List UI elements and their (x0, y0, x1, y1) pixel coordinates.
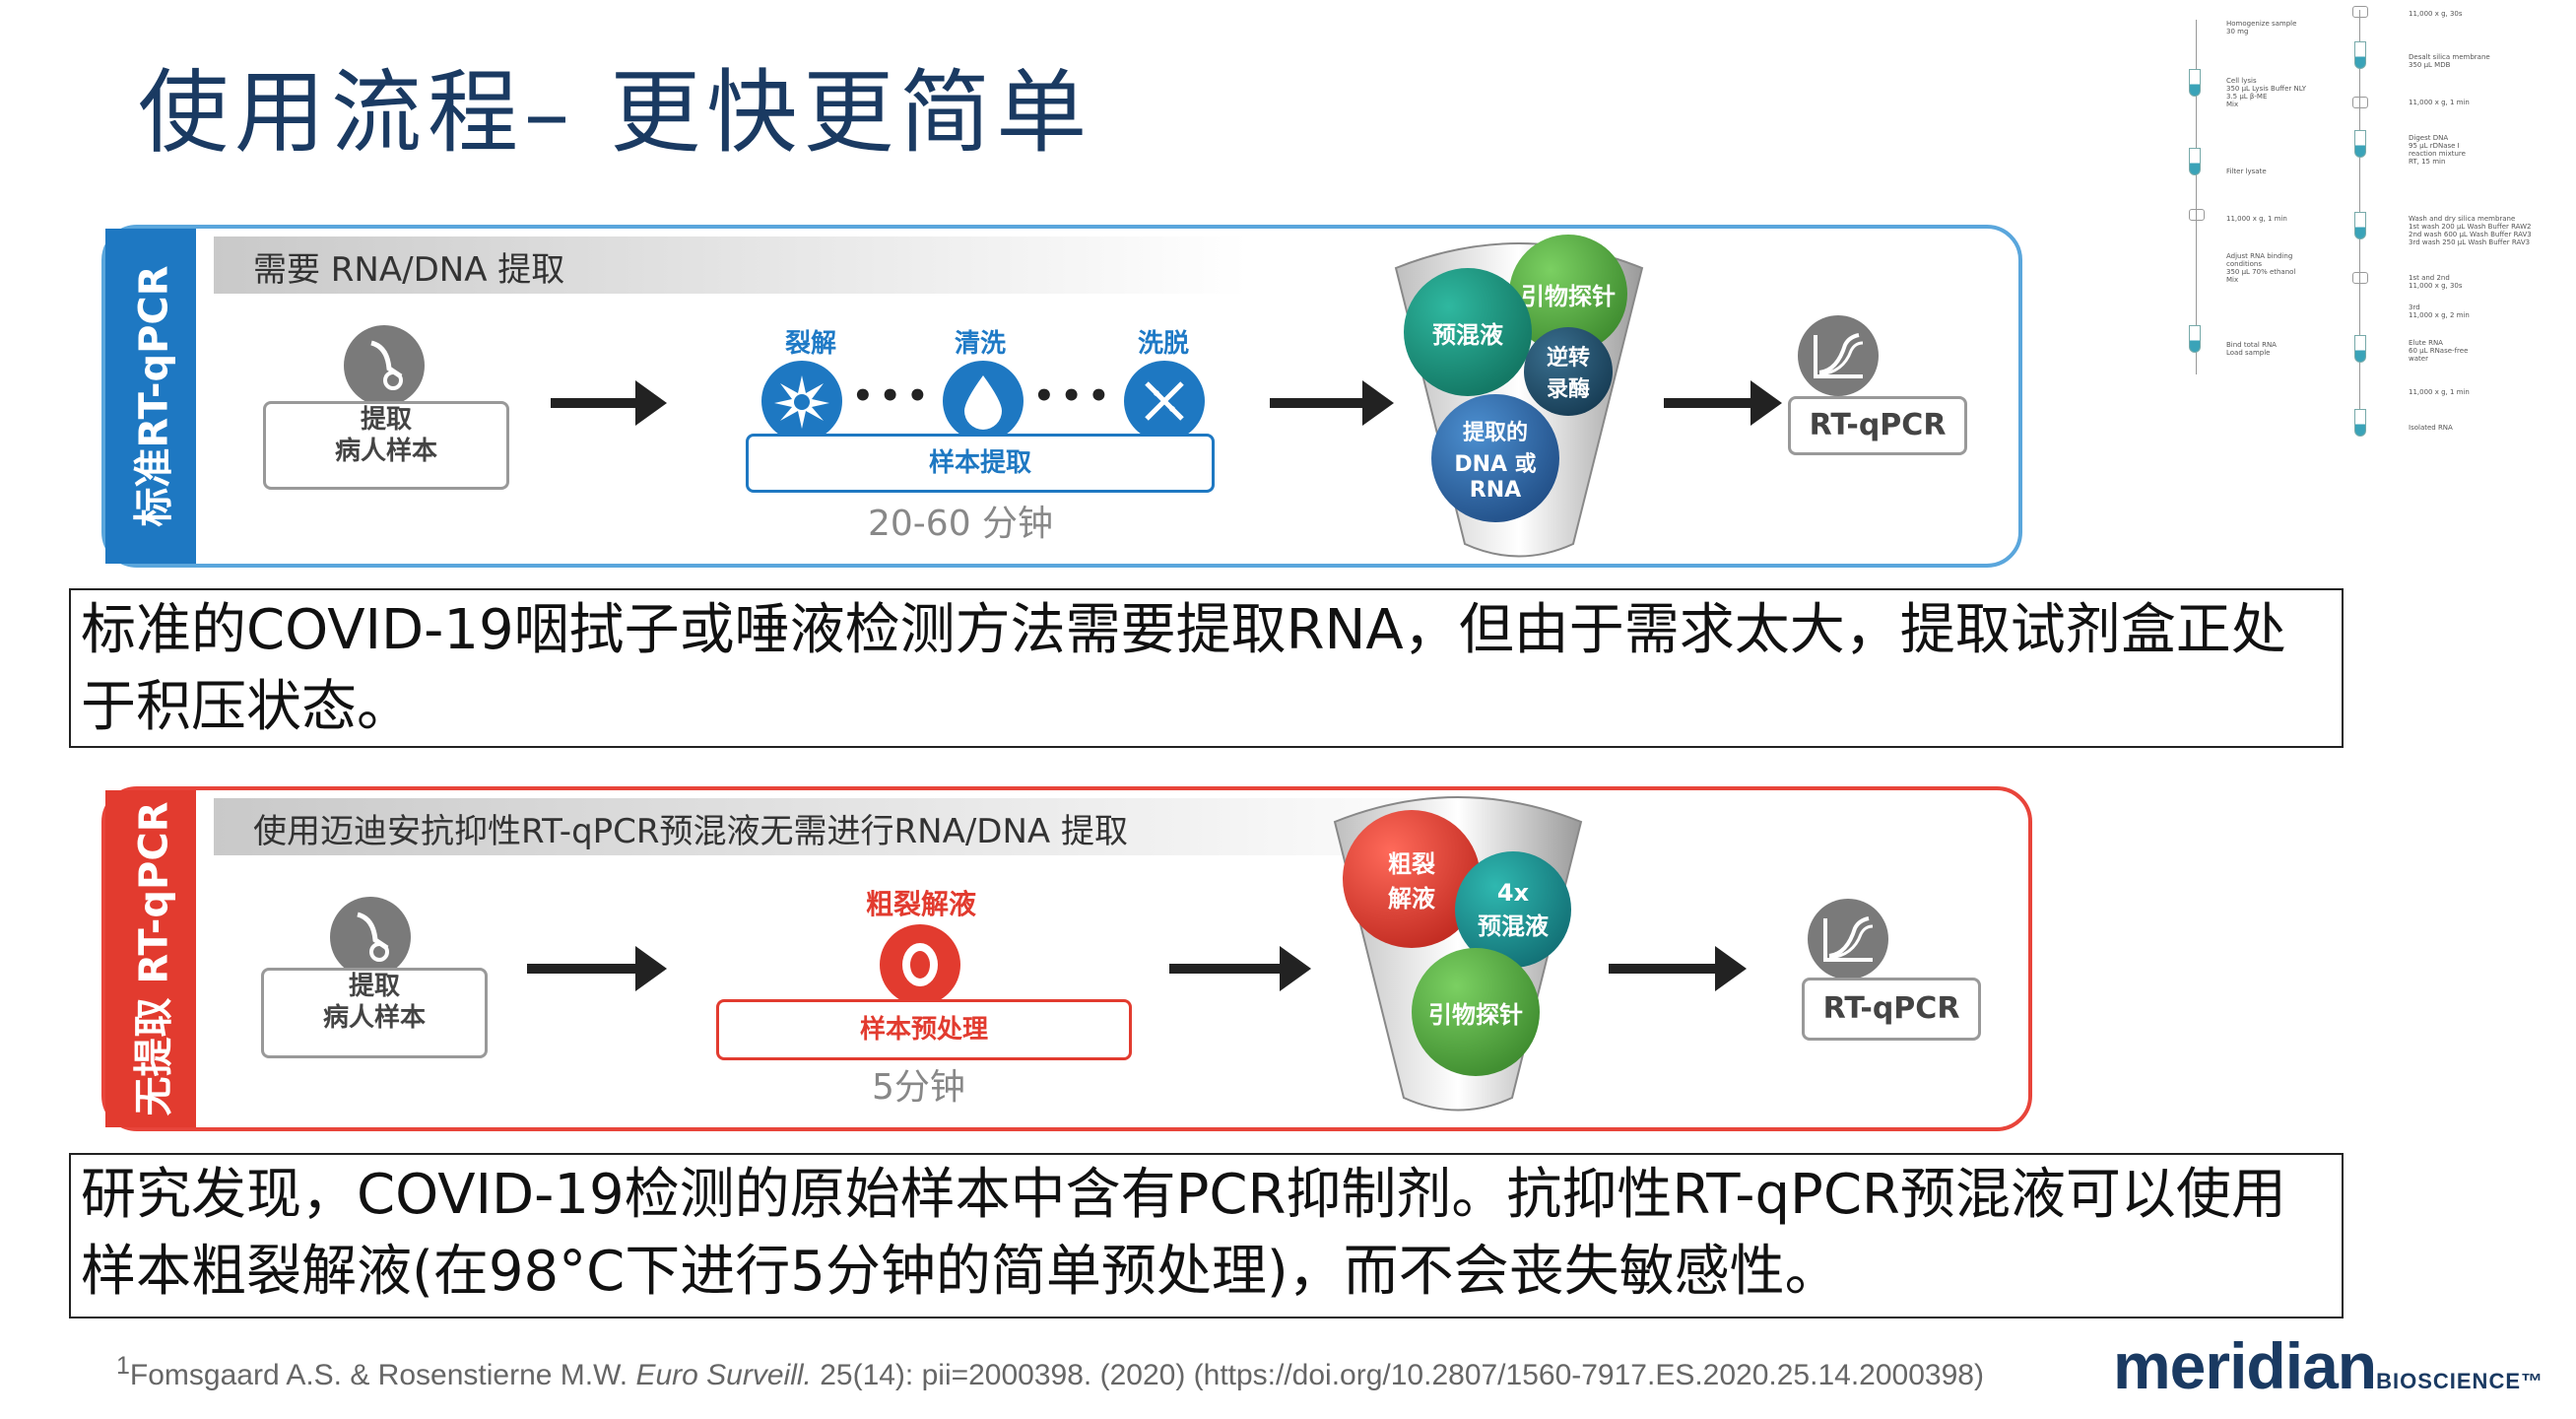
footnote-marker: 1 (116, 1352, 130, 1380)
protocol-step: Homogenize sample 30 mg (2226, 20, 2297, 35)
tube-icon (2189, 69, 2201, 97)
panel-header: 需要 RNA/DNA 提取 (253, 250, 565, 290)
tube-icon (2354, 335, 2366, 363)
lysis-buffer-icon (880, 924, 960, 1005)
panel-side-label: 无提取 RT-qPCR (105, 790, 196, 1127)
arrow-icon (527, 946, 667, 991)
protocol-step: Bind total RNA Load sample (2226, 341, 2277, 357)
water-drop-icon (943, 361, 1024, 441)
result-box: RT-qPCR (1788, 396, 1967, 455)
footnote: 1Fomsgaard A.S. & Rosenstierne M.W. Euro… (116, 1352, 1984, 1392)
protocol-step: Wash and dry silica membrane 1st wash 20… (2409, 215, 2532, 246)
arrow-icon (1664, 380, 1782, 426)
dots-icon: ••• (852, 376, 935, 416)
footnote-citation: 25(14): pii=2000398. (2020) (https://doi… (820, 1359, 1984, 1391)
protocol-step: 11,000 x g, 30s (2409, 10, 2463, 18)
tube-icon (2189, 148, 2201, 175)
duration-label: 20-60 分钟 (868, 504, 1054, 544)
tube-icon (2354, 41, 2366, 69)
centrifuge-icon (2189, 209, 2205, 221)
centrifuge-icon (2352, 97, 2368, 108)
footnote-authors: Fomsgaard A.S. & Rosenstierne M.W. (129, 1359, 628, 1391)
extraction-free-rtqpcr-panel: 无提取 RT-qPCR 使用迈迪安抗抑性RT-qPCR预混液无需进行RNA/DN… (101, 786, 2032, 1131)
logo-tm: ™ (2521, 1369, 2544, 1393)
protocol-step: 1st and 2nd 11,000 x g, 30s (2409, 274, 2463, 290)
protocol-step: Digest DNA 95 µL rDNase I reaction mixtu… (2409, 134, 2466, 166)
arrow-icon (551, 380, 667, 426)
protocol-step: Isolated RNA (2409, 424, 2453, 432)
amplification-curve-icon (1798, 315, 1879, 396)
panel-header: 使用迈迪安抗抑性RT-qPCR预混液无需进行RNA/DNA 提取 (253, 812, 1128, 851)
footnote-journal: Euro Surveill. (635, 1359, 812, 1391)
statement-standard: 标准的COVID-19咽拭子或唾液检测方法需要提取RNA，但由于需求太大，提取试… (69, 588, 2344, 748)
arrow-icon (1609, 946, 1747, 991)
centrifuge-icon (2352, 6, 2368, 18)
sample-label: 提取 病人样本 (261, 968, 488, 1058)
primer-probe-ball: 引物探针 (1412, 948, 1540, 1076)
standard-rtqpcr-panel: 标准RT-qPCR 需要 RNA/DNA 提取 提取 病人样本 裂解 清洗 洗脱… (101, 225, 2022, 568)
step-wash-label: 清洗 (955, 329, 1007, 359)
step-lysis-label: 裂解 (785, 329, 837, 359)
tube-icon (2354, 130, 2366, 158)
tube-icon (2354, 212, 2366, 239)
statement-extraction-free: 研究发现，COVID-19检测的原始样本中含有PCR抑制剂。抗抑性RT-qPCR… (69, 1153, 2344, 1318)
nose-swab-icon (344, 325, 425, 406)
tube-icon (2189, 325, 2201, 353)
pretreatment-box: 样本预处理 (716, 999, 1132, 1060)
crude-lysis-label: 粗裂解液 (866, 888, 977, 920)
nose-swab-icon (330, 897, 411, 978)
duration-label: 5分钟 (872, 1067, 965, 1108)
dots-icon: ••• (1033, 376, 1116, 416)
protocol-step: Cell lysis 350 µL Lysis Buffer NLY 3.5 µ… (2226, 77, 2306, 108)
protocol-step: 11,000 x g, 1 min (2226, 215, 2287, 223)
protocol-thumbnail: Homogenize sample 30 mg Cell lysis 350 µ… (2167, 0, 2532, 443)
extraction-box: 样本提取 (746, 434, 1215, 493)
protocol-step: Elute RNA 60 µL RNase-free water (2409, 339, 2469, 363)
sample-label: 提取 病人样本 (263, 401, 509, 490)
protocol-step: Desalt silica membrane 350 µL MDB (2409, 53, 2490, 69)
arrow-icon (1270, 380, 1394, 426)
dna-icon (1124, 361, 1205, 441)
step-elute-label: 洗脱 (1138, 329, 1190, 359)
amplification-curve-icon (1808, 899, 1888, 980)
panel-header-bar (214, 236, 1248, 294)
reverse-transcriptase-ball: 逆转 录酶 (1524, 327, 1613, 416)
arrow-icon (1169, 946, 1311, 991)
lysis-icon (761, 361, 842, 441)
protocol-step: Filter lysate (2226, 168, 2267, 175)
centrifuge-icon (2352, 272, 2368, 284)
protocol-step: Adjust RNA binding conditions 350 µL 70%… (2226, 252, 2296, 284)
meridian-logo: meridianBIOSCIENCE™ (2113, 1328, 2543, 1403)
logo-sub: BIOSCIENCE (2376, 1369, 2522, 1393)
tube-icon (2354, 409, 2366, 437)
panel-header-bar (214, 798, 1494, 855)
master-mix-ball: 预混液 (1404, 268, 1532, 396)
result-box: RT-qPCR (1802, 978, 1981, 1041)
logo-main: meridian (2113, 1329, 2377, 1402)
panel-side-label: 标准RT-qPCR (105, 229, 196, 564)
protocol-step: 11,000 x g, 1 min (2409, 388, 2470, 396)
protocol-step: 3rd 11,000 x g, 2 min (2409, 304, 2470, 319)
extracted-dna-rna-ball: 提取的 DNA 或 RNA (1431, 394, 1559, 522)
protocol-step: 11,000 x g, 1 min (2409, 99, 2470, 106)
page-title: 使用流程– 更快更简单 (138, 60, 1093, 166)
